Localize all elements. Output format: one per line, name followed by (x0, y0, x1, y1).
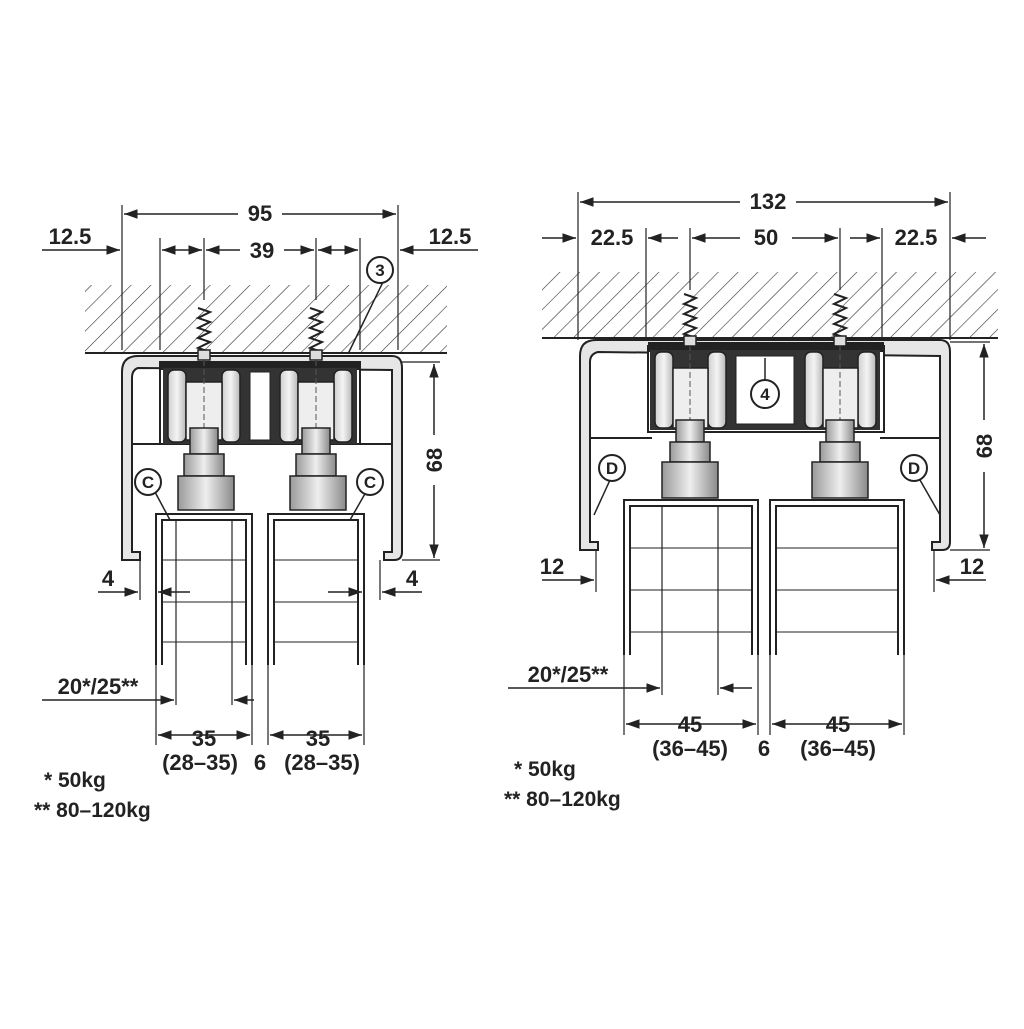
hanger-bolt-right-2 (811, 419, 869, 499)
dim-door-range-right-1: (36–45) (652, 736, 728, 761)
dim-right-gap-right: 12 (960, 554, 984, 579)
dim-door-width-left-1: 35 (192, 726, 216, 751)
door-panel-left-2 (267, 513, 365, 665)
ceiling-hatch-left (85, 285, 447, 353)
callout-end-left-2: C (364, 473, 376, 492)
dim-overall-width-left: 95 (248, 201, 272, 226)
dim-glass-thickness-left: 20*/25** (58, 674, 139, 699)
dim-glass-thickness-right: 20*/25** (528, 662, 609, 687)
note-weight-2-right: ** 80–120kg (504, 788, 621, 811)
callout-end-right-2: D (908, 459, 920, 478)
dim-center-spacing-left: 39 (250, 238, 274, 263)
dim-right-offset-right: 22.5 (895, 225, 938, 250)
dim-left-gap-left: 4 (102, 566, 115, 591)
dim-left-gap-right: 12 (540, 554, 564, 579)
note-weight-1-left: * 50kg (44, 769, 106, 792)
left-drawing: 3 C C 95 39 12.5 12.5 68 4 4 20*/25** 35… (34, 201, 478, 822)
ceiling-hatch-right (542, 272, 998, 338)
dim-door-gap-left: 6 (254, 750, 266, 775)
note-weight-2-left: ** 80–120kg (34, 799, 151, 822)
callout-part-right: 4 (760, 385, 770, 404)
dim-right-gap-left: 4 (406, 566, 419, 591)
dim-right-offset-left: 12.5 (429, 224, 472, 249)
callout-end-right-1: D (606, 459, 618, 478)
door-panel-right-2 (769, 499, 905, 655)
right-drawing: 4 D D 132 22.5 50 22.5 68 12 12 20*/25**… (504, 189, 998, 811)
dim-door-range-right-2: (36–45) (800, 736, 876, 761)
screw-left-1 (195, 307, 213, 361)
track-profile-left (121, 355, 403, 561)
note-weight-1-right: * 50kg (514, 758, 576, 781)
dim-door-width-left-2: 35 (306, 726, 330, 751)
hanger-bolt-left-2 (289, 427, 347, 511)
callout-end-left-1: C (142, 473, 154, 492)
screw-right-1 (681, 293, 699, 347)
callout-part-left: 3 (375, 261, 384, 280)
dim-height-right: 68 (972, 434, 997, 458)
screw-left-2 (307, 307, 325, 361)
dim-overall-width-right: 132 (750, 189, 787, 214)
roller-carriage-right-1 (650, 345, 730, 440)
door-panel-right-1 (623, 499, 759, 655)
dim-center-spacing-right: 50 (754, 225, 778, 250)
dim-left-offset-right: 22.5 (591, 225, 634, 250)
dim-door-gap-right: 6 (758, 736, 770, 761)
dim-door-width-right-1: 45 (678, 712, 702, 737)
track-profile-right (579, 339, 951, 551)
roller-carriage-right-2 (800, 345, 880, 440)
dim-door-width-right-2: 45 (826, 712, 850, 737)
hanger-bolt-left-1 (177, 427, 235, 511)
dim-door-range-left-2: (28–35) (284, 750, 360, 775)
screw-right-2 (831, 293, 849, 347)
dim-door-range-left-1: (28–35) (162, 750, 238, 775)
dim-left-offset-left: 12.5 (49, 224, 92, 249)
hanger-bolt-right-1 (661, 419, 719, 499)
dim-height-left: 68 (422, 448, 447, 472)
door-panel-left-1 (155, 513, 253, 665)
